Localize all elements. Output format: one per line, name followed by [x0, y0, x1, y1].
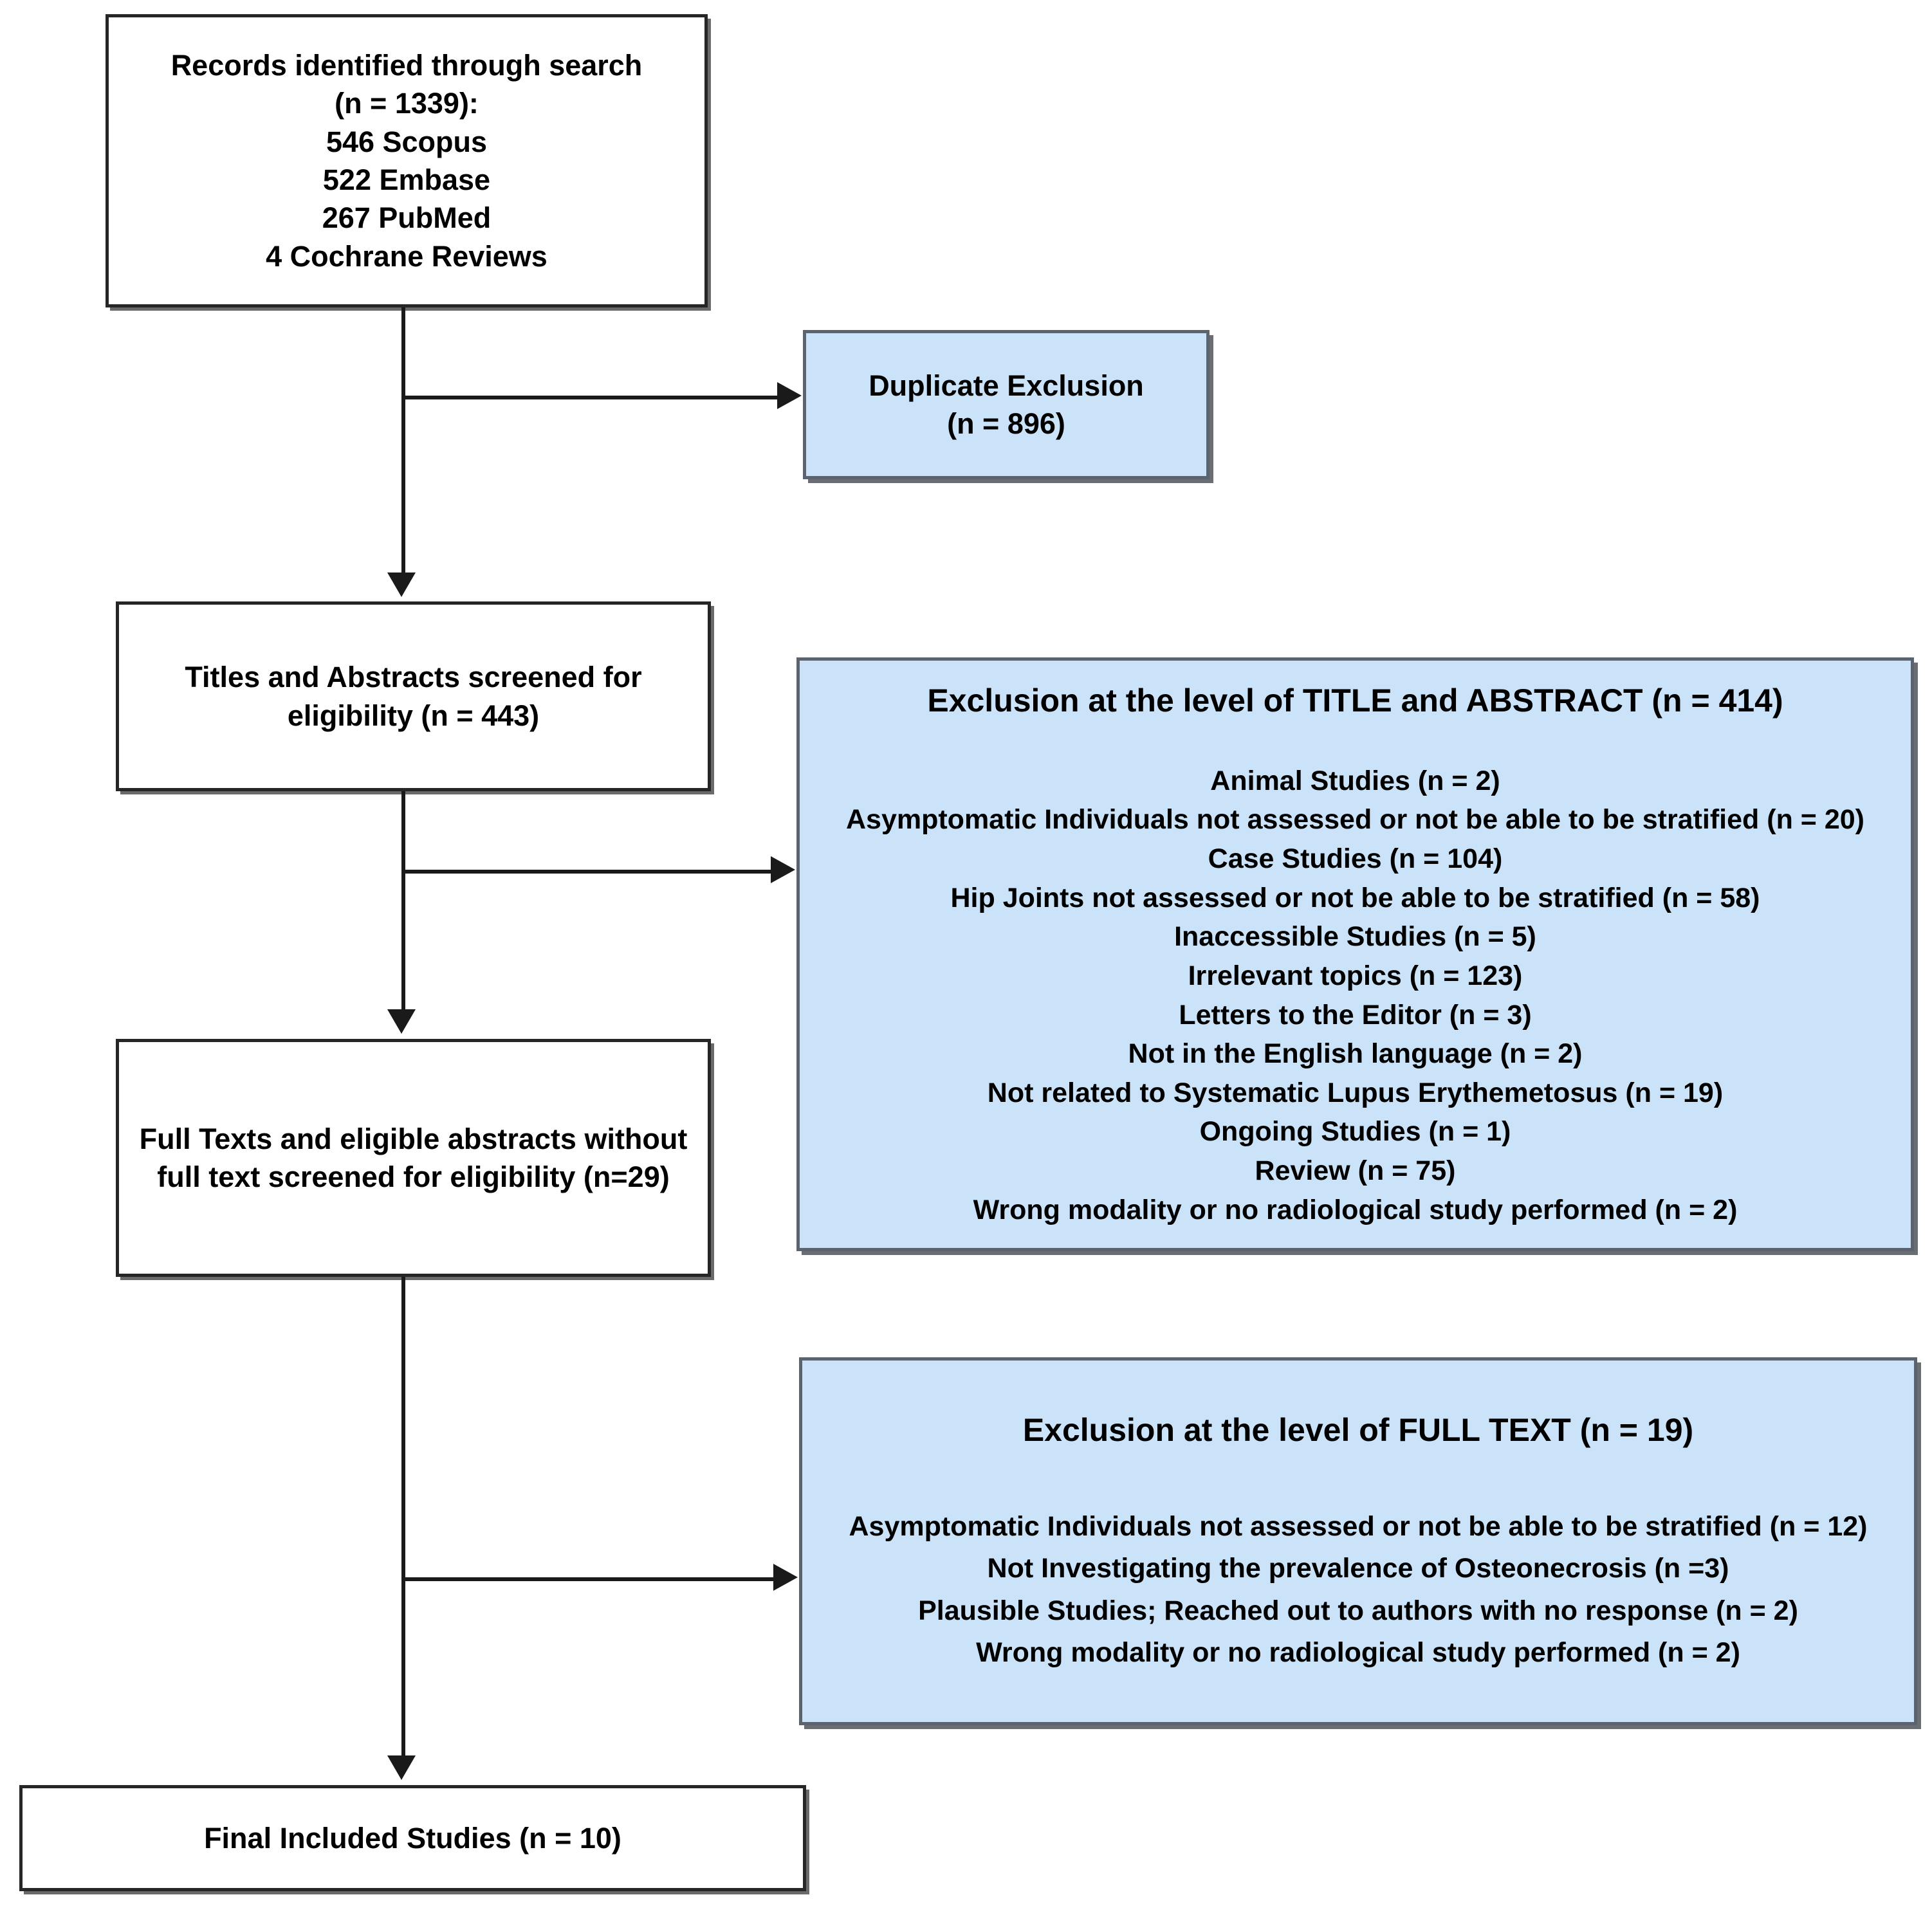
- reason-asymptomatic-individuals: Asymptomatic Individuals not assessed or…: [845, 804, 1864, 836]
- final-included-label: Final Included Studies (n = 10): [204, 1821, 621, 1855]
- reason-wrong-modality: Wrong modality or no radiological study …: [973, 1194, 1738, 1225]
- duplicate-exclusion-title: Duplicate Exclusion: [869, 369, 1144, 402]
- box-duplicate-exclusion: Duplicate Exclusion (n = 896): [803, 330, 1210, 479]
- records-identified-title: Records identified through search: [170, 48, 643, 82]
- reason-ft-wrong-modality: Wrong modality or no radiological study …: [976, 1636, 1740, 1668]
- arrow-down-to-screened: [387, 573, 416, 597]
- reason-hip-joints: Hip Joints not assessed or not be able t…: [950, 882, 1760, 913]
- screened-line-1: Titles and Abstracts screened for: [185, 661, 642, 694]
- box-records-identified: Records identified through search (n = 1…: [106, 14, 708, 307]
- arrow-right-to-title-abstract-exclusion: [771, 856, 795, 883]
- reason-not-related-sle: Not related to Systematic Lupus Erytheme…: [987, 1077, 1724, 1108]
- reason-case-studies: Case Studies (n = 104): [1208, 843, 1503, 874]
- source-scopus: 546 Scopus: [326, 125, 488, 158]
- connector-to-fulltext-exclusion: [405, 1577, 775, 1581]
- exclusion-title-abstract-header: Exclusion at the level of TITLE and ABST…: [927, 682, 1783, 719]
- arrow-right-to-duplicate-exclusion: [777, 382, 802, 409]
- box-exclusion-full-text: Exclusion at the level of FULL TEXT (n =…: [799, 1357, 1917, 1725]
- reason-review: Review (n = 75): [1255, 1155, 1456, 1186]
- exclusion-full-text-header: Exclusion at the level of FULL TEXT (n =…: [1022, 1411, 1694, 1448]
- box-final-included-studies: Final Included Studies (n = 10): [19, 1785, 806, 1891]
- reason-ongoing-studies: Ongoing Studies (n = 1): [1199, 1116, 1511, 1148]
- source-embase: 522 Embase: [322, 163, 491, 196]
- connector-fulltext-to-final: [401, 1277, 405, 1761]
- fulltext-line-2: full text screened for eligibility (n=29…: [157, 1160, 670, 1193]
- reason-ft-asymptomatic-individuals: Asymptomatic Individuals not assessed or…: [849, 1510, 1868, 1542]
- duplicate-exclusion-count: (n = 896): [947, 407, 1065, 440]
- connector-screened-to-fulltext: [401, 791, 405, 1014]
- box-exclusion-title-abstract: Exclusion at the level of TITLE and ABST…: [796, 657, 1914, 1251]
- connector-to-title-abstract-exclusion: [405, 870, 772, 874]
- reason-not-english: Not in the English language (n = 2): [1128, 1038, 1583, 1070]
- arrow-down-to-final: [387, 1755, 416, 1780]
- source-cochrane: 4 Cochrane Reviews: [266, 239, 547, 273]
- screened-line-2: eligibility (n = 443): [287, 699, 540, 732]
- source-pubmed: 267 PubMed: [322, 201, 492, 235]
- box-titles-abstracts-screened: Titles and Abstracts screened for eligib…: [116, 601, 711, 791]
- reason-inaccessible-studies: Inaccessible Studies (n = 5): [1174, 921, 1536, 953]
- arrow-down-to-fulltext: [387, 1009, 416, 1034]
- connector-identified-to-screened: [401, 307, 405, 578]
- exclusion-title-abstract-reason-list: Animal Studies (n = 2) Asymptomatic Indi…: [846, 762, 1864, 1230]
- box-full-texts-screened: Full Texts and eligible abstracts withou…: [116, 1039, 711, 1277]
- reason-letters-to-editor: Letters to the Editor (n = 3): [1179, 999, 1532, 1031]
- reason-ft-plausible-no-response: Plausible Studies; Reached out to author…: [918, 1595, 1798, 1626]
- fulltext-line-1: Full Texts and eligible abstracts withou…: [139, 1122, 688, 1155]
- exclusion-full-text-reason-list: Asymptomatic Individuals not assessed or…: [849, 1506, 1867, 1674]
- arrow-right-to-fulltext-exclusion: [773, 1564, 798, 1591]
- records-identified-count: (n = 1339):: [335, 87, 479, 120]
- reason-irrelevant-topics: Irrelevant topics (n = 123): [1188, 960, 1523, 991]
- reason-ft-not-investigating-prevalence: Not Investigating the prevalence of Oste…: [987, 1553, 1729, 1584]
- connector-to-duplicate-exclusion: [405, 396, 778, 399]
- reason-animal-studies: Animal Studies (n = 2): [1210, 765, 1500, 796]
